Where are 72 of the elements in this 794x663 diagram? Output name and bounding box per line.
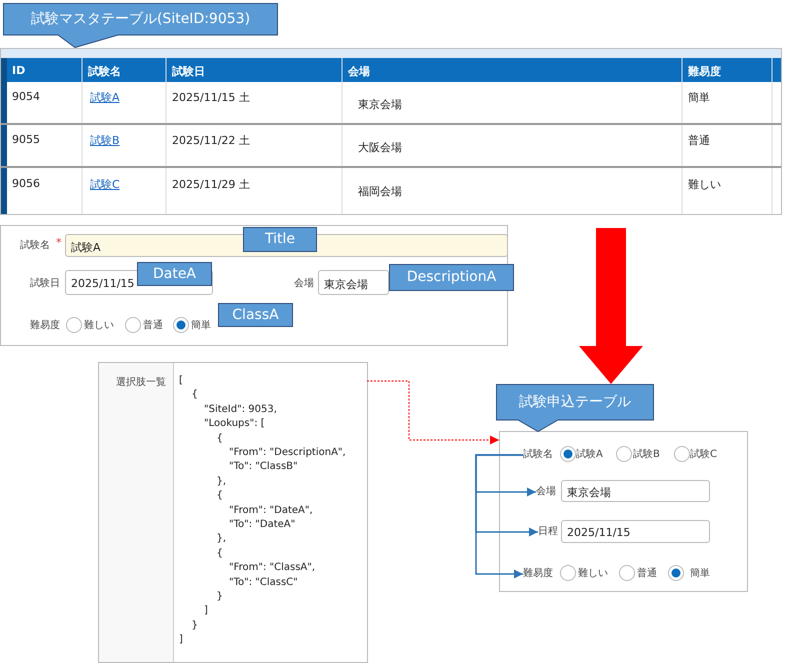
option-label: 普通 — [637, 566, 657, 580]
field-label: 難易度 — [523, 567, 557, 581]
code-line: } — [216, 591, 223, 602]
field-label: 選択肢一覧 — [116, 376, 166, 389]
field-label: 会場 — [536, 485, 558, 499]
field-tag: DescriptionA — [389, 264, 514, 291]
code-line: { — [192, 389, 198, 400]
cell-text: 難しい — [688, 177, 721, 192]
link-text: 試験B — [90, 133, 120, 148]
field-tag: Title — [243, 227, 317, 252]
option-label: 難しい — [578, 566, 608, 580]
code-line: "SiteId": 9053, — [204, 404, 277, 415]
callout-box: 試験マスタテーブル(SiteID:9053) — [3, 3, 278, 48]
column-header: 難易度 — [688, 64, 721, 79]
field-tag: DateA — [137, 262, 212, 286]
input-field: 東京会場 — [561, 480, 710, 502]
code-line: }, — [216, 476, 226, 487]
option-label: 試験C — [690, 448, 717, 461]
cell-text: 簡単 — [688, 90, 710, 105]
input-field: 2025/11/15 — [561, 520, 710, 543]
field-label: 日程 — [538, 525, 560, 539]
column-header: ID — [12, 64, 26, 77]
field-tag: ClassA — [218, 303, 293, 327]
arrow — [366, 380, 500, 444]
arrow — [475, 454, 523, 578]
option-label: 普通 — [143, 318, 163, 332]
code-line: ] — [179, 634, 183, 646]
cell-text: 普通 — [688, 133, 710, 148]
code-line: ] — [204, 605, 208, 616]
link-text: 試験A — [90, 90, 120, 105]
code-line: }, — [216, 533, 226, 544]
cell-text: 大阪会場 — [358, 140, 402, 155]
code-line: "To": "ClassB" — [229, 461, 298, 472]
option-label: 試験B — [633, 448, 660, 461]
cell-text: 9055 — [12, 133, 40, 146]
column-header: 試験名 — [88, 64, 121, 79]
code-line: "To": "ClassC" — [229, 576, 298, 588]
settings-panel — [98, 362, 368, 663]
cell-text: 2025/11/29 土 — [172, 177, 250, 192]
option-label: 難しい — [84, 318, 114, 332]
field-label: 試験日 — [30, 276, 60, 290]
cell-text: 9054 — [12, 90, 40, 103]
cell-text: 2025/11/22 土 — [172, 133, 250, 148]
field-label: 試験名 — [523, 448, 555, 462]
code-textarea — [173, 363, 367, 662]
input-field: 東京会場 — [318, 270, 389, 295]
code-line: "To": "DateA" — [229, 519, 296, 530]
link-text: 試験C — [90, 177, 120, 192]
code-line: "Lookups": [ — [204, 418, 265, 430]
code-line: { — [216, 432, 223, 444]
code-line: "From": "DescriptionA", — [229, 447, 346, 458]
required-mark: * — [56, 236, 62, 249]
block-arrow — [579, 228, 643, 384]
code-line: "From": "DateA", — [229, 504, 313, 516]
option-label: 簡単 — [191, 319, 211, 332]
column-header: 試験日 — [172, 64, 205, 79]
code-line: "From": "ClassA", — [229, 562, 316, 574]
code-line: { — [216, 490, 223, 502]
code-line: [ — [179, 375, 183, 386]
cell-text: 2025/11/15 土 — [172, 90, 250, 105]
field-label: 難易度 — [30, 318, 60, 332]
code-line: } — [192, 620, 198, 631]
cell-text: 東京会場 — [358, 97, 402, 112]
field-label: 会場 — [294, 277, 314, 290]
code-line: { — [216, 548, 223, 559]
callout-box: 試験申込テーブル — [496, 384, 654, 432]
cell-text: 9056 — [12, 177, 40, 190]
cell-text: 福岡会場 — [358, 184, 402, 199]
option-label: 試験A — [576, 448, 603, 461]
option-label: 簡単 — [690, 567, 710, 580]
column-header: 会場 — [348, 64, 370, 79]
field-label: 試験名 — [20, 238, 50, 252]
